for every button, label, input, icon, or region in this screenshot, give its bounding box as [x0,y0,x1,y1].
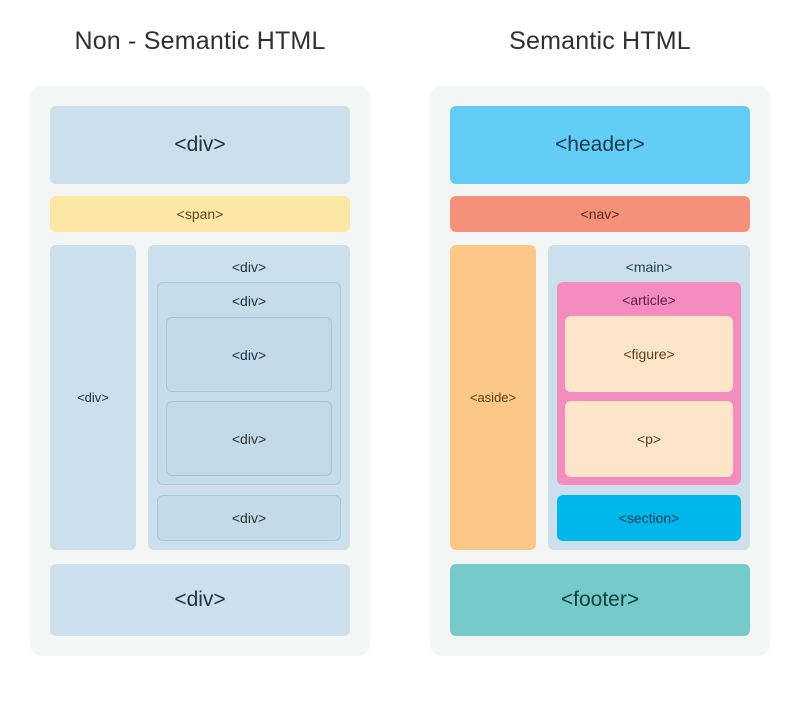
semantic-section-element: <section> [557,495,741,541]
semantic-article-element: <article> <figure> <p> [557,282,741,485]
non-semantic-main-div: <div> <div> <div> <div> <div> [148,245,350,550]
non-semantic-title: Non - Semantic HTML [74,27,326,55]
non-semantic-top-div: <div> [50,106,350,184]
non-semantic-panel: <div> <span> <div> <div> <div> <div> <di… [30,86,370,656]
non-semantic-nested-child-2: <div> [166,401,332,476]
semantic-article-label: <article> [622,292,676,308]
non-semantic-column: Non - Semantic HTML <div> <span> <div> <… [30,27,370,656]
non-semantic-bottom-div: <div> [50,564,350,636]
non-semantic-nested-group: <div> <div> <div> [157,282,341,485]
semantic-title: Semantic HTML [509,27,691,55]
semantic-main-element: <main> <article> <figure> <p> <section> [548,245,750,550]
semantic-panel: <header> <nav> <aside> <main> <article> … [430,86,770,656]
semantic-footer-element: <footer> [450,564,750,636]
semantic-figure-element: <figure> [565,316,733,392]
non-semantic-span-bar: <span> [50,196,350,232]
semantic-column: Semantic HTML <header> <nav> <aside> <ma… [400,0,800,720]
semantic-middle-row: <aside> <main> <article> <figure> <p> <s… [450,245,750,550]
non-semantic-middle-row: <div> <div> <div> <div> <div> <div> [50,245,350,550]
non-semantic-nested-child-1: <div> [166,317,332,392]
semantic-aside-element: <aside> [450,245,536,550]
non-semantic-nested-sibling: <div> [157,495,341,541]
semantic-paragraph-element: <p> [565,401,733,477]
semantic-header-element: <header> [450,106,750,184]
semantic-main-label: <main> [625,259,673,275]
semantic-nav-element: <nav> [450,196,750,232]
non-semantic-nested-group-label: <div> [231,293,267,309]
non-semantic-side-div: <div> [50,245,136,550]
non-semantic-main-label: <div> [231,259,267,275]
